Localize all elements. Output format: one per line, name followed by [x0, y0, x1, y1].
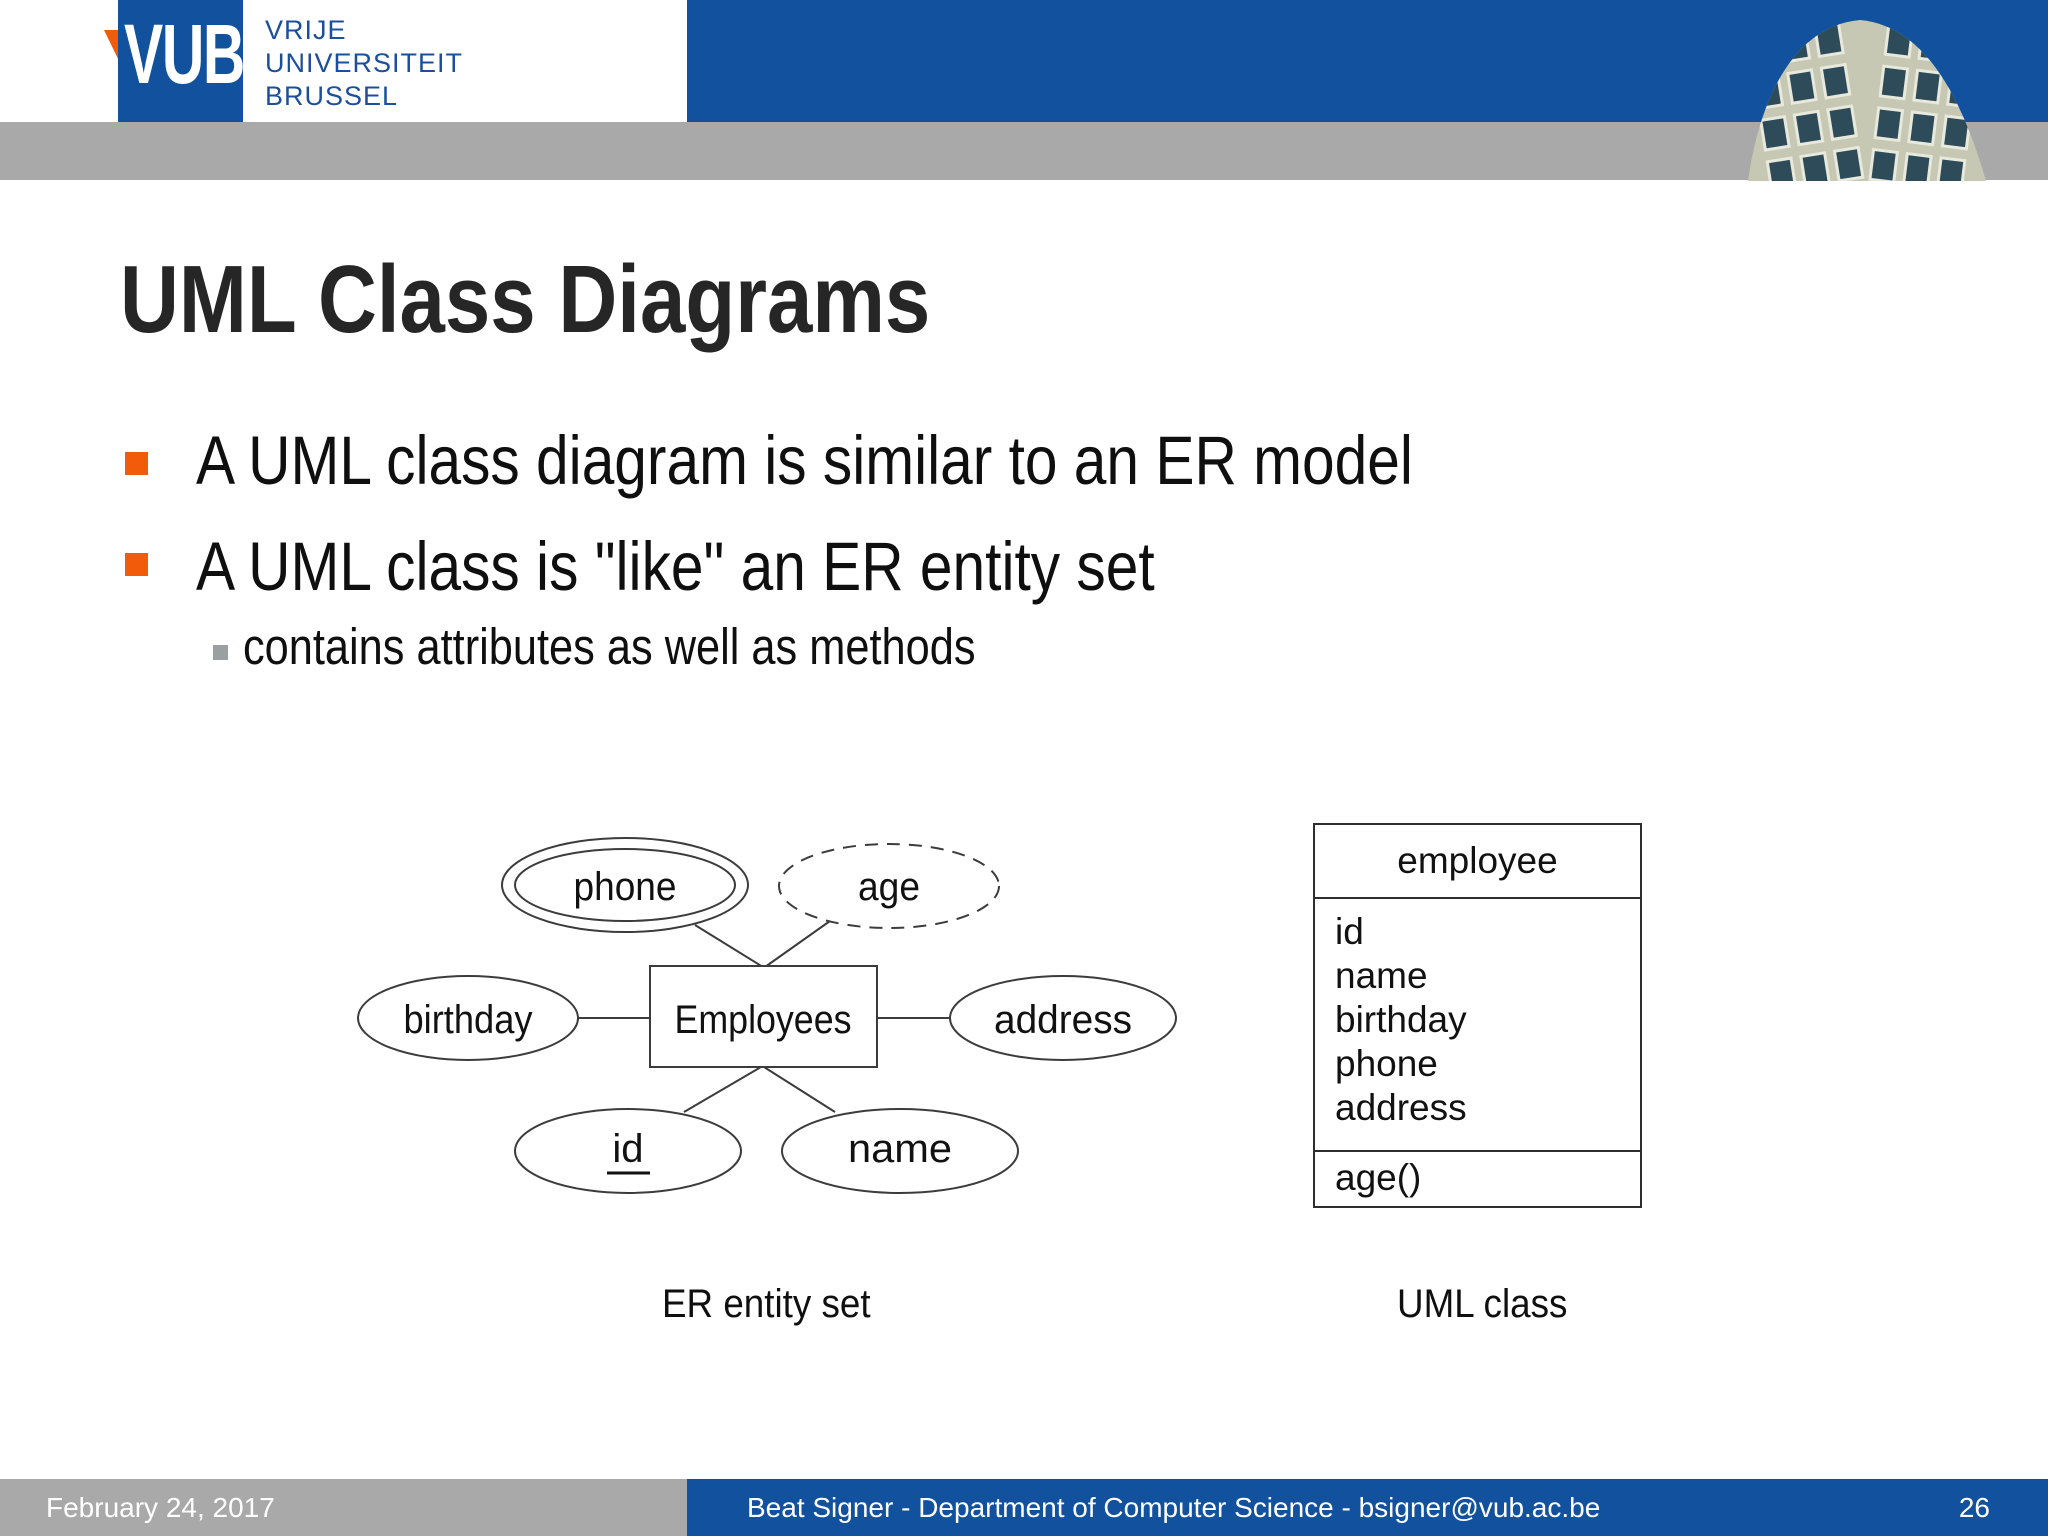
page-number: 26: [1958, 1491, 1990, 1523]
er-attr-id-ellipse: [514, 1108, 742, 1194]
er-edge-age: [764, 920, 831, 968]
uml-attribute: birthday: [1335, 999, 1467, 1040]
er-entity-rect: [649, 965, 878, 1068]
uml-class-caption: UML class: [1397, 1282, 1568, 1326]
vub-wordmark-line: BRUSSEL: [265, 81, 399, 111]
building-photo: [1748, 20, 1986, 181]
bullet-square-icon: [125, 452, 148, 475]
er-attr-birthday-ellipse: [357, 975, 579, 1061]
footer-date: February 24, 2017: [46, 1491, 275, 1523]
er-diagram-caption: ER entity set: [662, 1282, 871, 1326]
bullet-square-icon: [125, 553, 148, 576]
er-attr-age-label: age: [858, 865, 920, 909]
er-attr-age-ellipse: [778, 843, 1000, 929]
sub-bullet-item: contains attributes as well as methods: [243, 618, 976, 675]
page-title: UML Class Diagrams: [120, 246, 931, 353]
er-edge-phone: [694, 924, 764, 968]
vub-wordmark: VRIJE UNIVERSITEIT BRUSSEL: [265, 14, 463, 113]
uml-class-name: employee: [1315, 825, 1640, 899]
er-edge-id: [683, 1066, 762, 1113]
er-attr-id-label: id: [612, 1127, 643, 1171]
er-edge-name: [763, 1066, 836, 1113]
uml-attribute: address: [1335, 1087, 1467, 1128]
uml-attribute: phone: [1335, 1043, 1438, 1084]
footer-credit: Beat Signer - Department of Computer Sci…: [747, 1491, 1601, 1523]
er-entity-label: Employees: [675, 998, 852, 1042]
er-attr-phone-inner-ellipse: [514, 848, 736, 922]
uml-attribute: id: [1335, 911, 1364, 952]
uml-attribute: name: [1335, 955, 1428, 996]
er-attr-name-ellipse: [781, 1108, 1019, 1194]
er-attr-address-label: address: [994, 998, 1132, 1042]
bullet-item-2: A UML class is "like" an ER entity set: [196, 528, 1155, 605]
bullet-item-1: A UML class diagram is similar to an ER …: [196, 422, 1413, 499]
er-attr-birthday-label: birthday: [404, 998, 533, 1042]
uml-class-box: employee id name birthday phone address …: [1313, 823, 1642, 1208]
vub-wordmark-line: VRIJE: [265, 15, 347, 45]
sub-bullet-square-icon: [213, 645, 228, 660]
vub-logo-acronym: VUB: [124, 7, 245, 101]
er-attr-address-ellipse: [949, 975, 1177, 1061]
header-gray-bar: [0, 122, 2048, 180]
uml-method: age(): [1335, 1157, 1422, 1198]
er-attr-name-label: name: [848, 1127, 952, 1171]
er-diagram: phone age birthday address Employees id …: [357, 837, 1177, 1194]
uml-attributes-section: id name birthday phone address: [1315, 899, 1640, 1152]
footer-date-area: February 24, 2017: [0, 1479, 687, 1536]
footer-credit-area: Beat Signer - Department of Computer Sci…: [687, 1479, 2048, 1536]
vub-wordmark-line: UNIVERSITEIT: [265, 48, 464, 78]
vub-logo: VUB: [118, 0, 245, 122]
er-attr-phone-label: phone: [574, 865, 677, 909]
